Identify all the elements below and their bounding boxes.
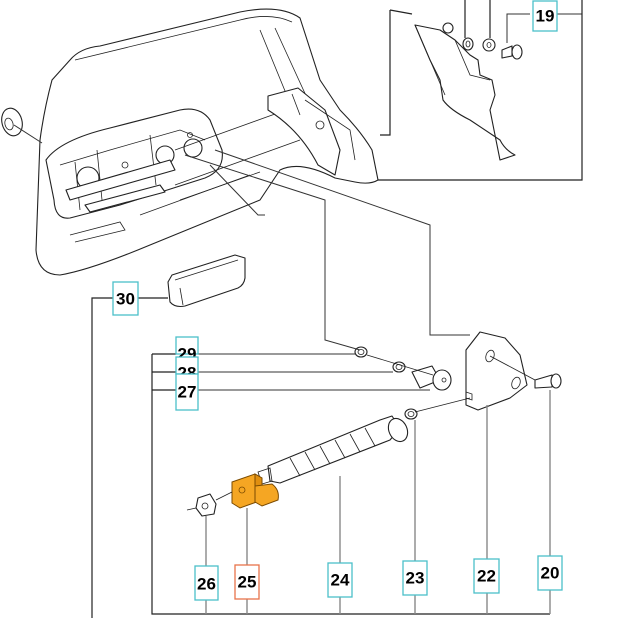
svg-text:30: 30 [116,290,135,309]
screw-19[interactable] [501,44,523,60]
svg-text:23: 23 [406,569,425,588]
callout-30[interactable]: 30 [112,281,139,316]
clutch-cover[interactable] [35,8,379,276]
callout-20[interactable]: 20 [537,555,563,591]
o-ring[interactable] [404,408,418,420]
callout-23[interactable]: 23 [402,560,428,596]
svg-text:24: 24 [331,571,350,590]
nut[interactable] [186,491,233,517]
cover-pad[interactable] [167,254,246,308]
gear[interactable] [411,365,452,391]
tensioner-nut[interactable] [231,473,279,509]
washer[interactable] [392,361,406,373]
callout-25[interactable]: 25 [234,564,260,600]
chain-catcher-plate[interactable] [414,22,516,161]
screw[interactable] [534,373,562,389]
svg-text:26: 26 [197,575,216,594]
o-ring-small[interactable] [354,346,368,358]
svg-text:25: 25 [238,573,257,592]
svg-text:27: 27 [178,383,197,402]
svg-text:19: 19 [536,7,555,26]
washer-19[interactable] [482,38,496,52]
callout-19[interactable]: 19 [532,0,558,32]
spacer-19[interactable] [462,37,474,51]
washer-left[interactable] [0,106,43,144]
adjusting-screw[interactable] [257,415,411,485]
callout-26[interactable]: 26 [194,565,219,601]
svg-text:22: 22 [477,567,496,586]
callout-22[interactable]: 22 [473,558,500,594]
svg-text:20: 20 [541,564,560,583]
callout-24[interactable]: 24 [327,562,353,598]
callout-27[interactable]: 27 [175,373,199,411]
bracket-plate[interactable] [465,331,528,411]
